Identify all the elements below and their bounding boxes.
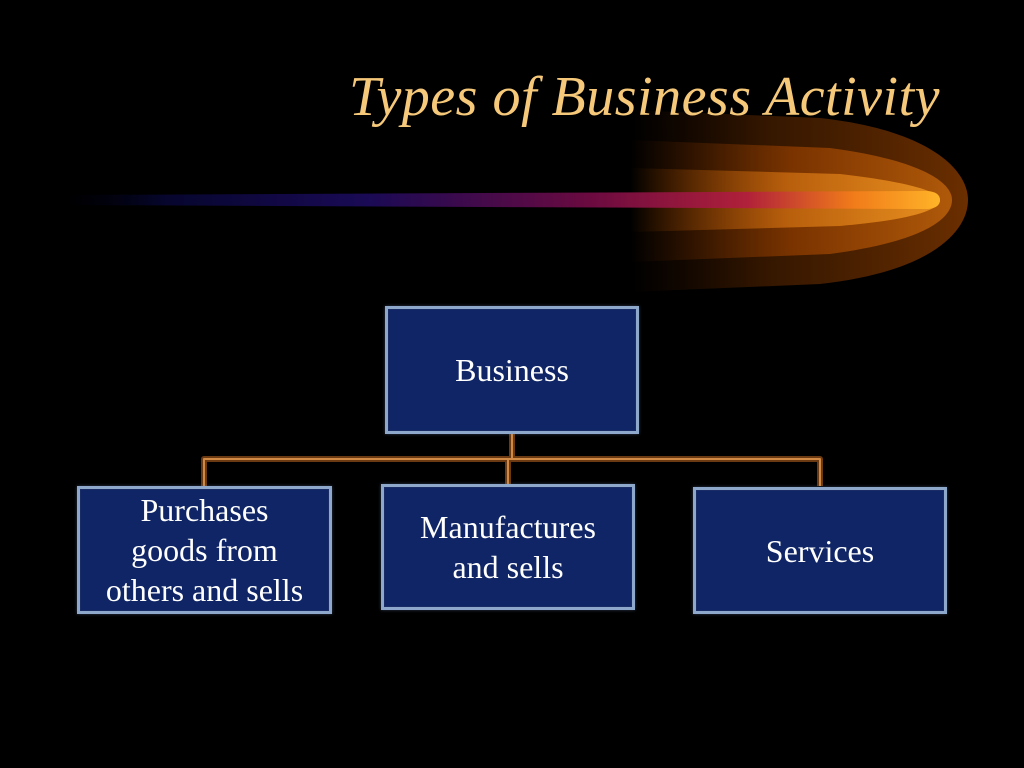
comet-beam bbox=[60, 191, 940, 209]
slide-title: Types of Business Activity bbox=[348, 66, 940, 128]
diagram-node-manufactures: Manufactures and sells bbox=[381, 484, 635, 610]
org-chart-connectors bbox=[201, 434, 823, 486]
diagram-node-business: Business bbox=[385, 306, 639, 434]
diagram-node-purchases: Purchases goods from others and sells bbox=[77, 486, 332, 614]
diagram-node-services: Services bbox=[693, 487, 947, 614]
